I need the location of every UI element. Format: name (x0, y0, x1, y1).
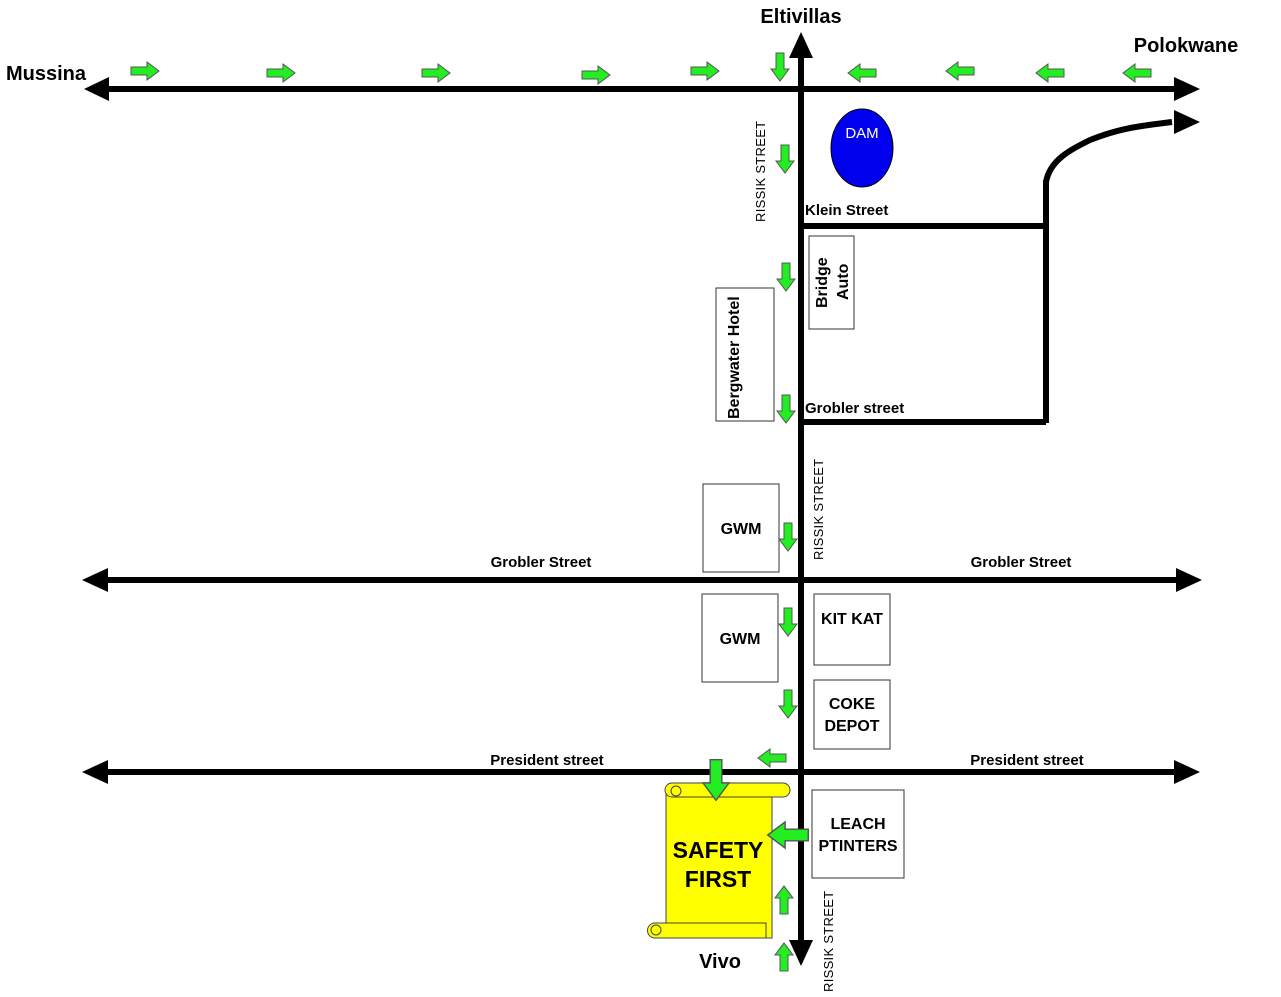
building-leach-printers-label-1: LEACH (830, 816, 885, 833)
route-arrow-east (266, 63, 296, 83)
dam-landmark: DAM (830, 108, 894, 188)
route-arrow-into-sign (701, 758, 731, 802)
safety-first-sign: SAFETY FIRST (647, 782, 791, 939)
building-bergwater-hotel-box (715, 287, 775, 422)
building-coke-depot-label-2: DEPOT (824, 718, 879, 735)
arrowhead-grobler-west (82, 568, 108, 592)
arrowhead-east-polokwane (1174, 77, 1200, 101)
arrowhead-president-west (82, 760, 108, 784)
arrowhead-curved-east (1174, 110, 1200, 134)
safety-first-label-2: FIRST (685, 866, 751, 892)
building-bridge-auto-label-1: Bridge (814, 257, 831, 308)
route-arrow-south (776, 394, 796, 424)
building-bridge-auto-label-2: Auto (835, 263, 852, 300)
street-label-grobler-small: Grobler street (805, 400, 904, 417)
building-leach-printers: LEACH PTINTERS (811, 789, 905, 879)
street-label-president-left: President street (490, 752, 603, 769)
route-arrow-east (581, 65, 611, 85)
building-coke-depot-label-1: COKE (829, 696, 876, 713)
building-kit-kat-label: KIT KAT (821, 611, 883, 628)
route-arrow-east (690, 61, 720, 81)
building-coke-depot-box (813, 679, 891, 750)
scroll-body (665, 789, 773, 939)
route-arrow-from-leach (766, 820, 810, 850)
building-gwm-north-box (702, 483, 780, 573)
street-label-grobler-left: Grobler Street (491, 554, 592, 571)
street-label-rissik-top: RISSIK STREET (753, 121, 768, 222)
building-coke-depot: COKE DEPOT (813, 679, 891, 750)
building-bergwater-hotel-label: Bergwater Hotel (726, 296, 743, 419)
arrowhead-president-east (1174, 760, 1200, 784)
building-gwm-north: GWM (702, 483, 780, 573)
building-bridge-auto: Bridge Auto (808, 235, 855, 330)
street-label-rissik-mid: RISSIK STREET (811, 459, 826, 560)
route-arrow-north (774, 942, 794, 972)
destination-vivo: Vivo (699, 951, 741, 973)
route-arrow-west (945, 61, 975, 81)
route-arrow-north (774, 885, 794, 915)
building-kit-kat: KIT KAT (813, 593, 891, 666)
building-leach-printers-box (811, 789, 905, 879)
building-gwm-south-label: GWM (720, 631, 761, 648)
route-arrow-south (778, 522, 798, 552)
route-arrow-west (847, 63, 877, 83)
destination-eltivillas: Eltivillas (760, 6, 841, 28)
route-arrow-west (757, 748, 787, 768)
building-gwm-south-box (701, 593, 779, 683)
arrowhead-north-eltivillas (789, 32, 813, 58)
route-arrow-south (776, 262, 796, 292)
route-arrow-south (770, 52, 790, 82)
scroll-bottom-curl (650, 924, 662, 936)
scroll-top-curl (670, 785, 682, 797)
route-arrow-south (775, 144, 795, 174)
destination-mussina: Mussina (6, 63, 87, 85)
building-leach-printers-label-2: PTINTERS (818, 838, 897, 855)
building-bridge-auto-box (808, 235, 855, 330)
building-bergwater-hotel: Bergwater Hotel (715, 287, 775, 422)
street-label-president-right: President street (970, 752, 1083, 769)
route-arrows (130, 52, 1152, 972)
route-arrow-west (1035, 63, 1065, 83)
arrowhead-grobler-east (1176, 568, 1202, 592)
arrowhead-south-vivo (789, 940, 813, 966)
safety-first-label-1: SAFETY (673, 837, 764, 863)
route-arrow-south (778, 689, 798, 719)
arrowhead-west-mussina (84, 77, 109, 101)
scroll-top-roll (664, 782, 791, 798)
curved-road-east (1043, 119, 1173, 183)
street-label-grobler-right: Grobler Street (971, 554, 1072, 571)
building-gwm-south: GWM (701, 593, 779, 683)
street-label-klein: Klein Street (805, 202, 888, 219)
route-arrow-east (421, 63, 451, 83)
roads (82, 32, 1202, 966)
route-arrow-west (1122, 63, 1152, 83)
building-gwm-north-label: GWM (721, 521, 762, 538)
dam-label: DAM (845, 125, 878, 142)
dam-shape (830, 108, 894, 188)
destination-polokwane: Polokwane (1134, 35, 1238, 57)
building-kit-kat-box (813, 593, 891, 666)
street-label-rissik-bottom: RISSIK STREET (821, 891, 836, 992)
scroll-bottom-roll (647, 922, 767, 939)
route-arrow-east (130, 61, 160, 81)
route-arrow-south (778, 607, 798, 637)
